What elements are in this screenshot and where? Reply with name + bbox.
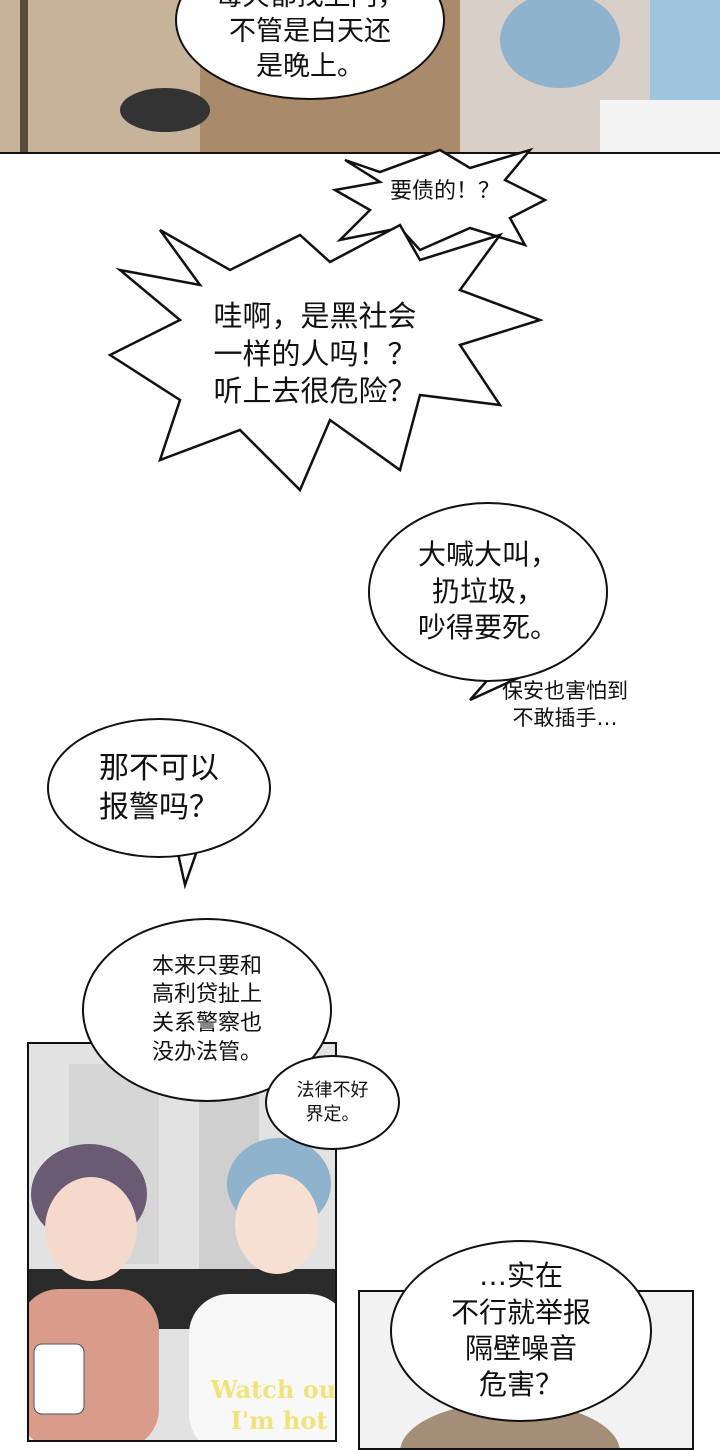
shirt-text: Watch out I'm hot [210, 1375, 337, 1436]
dialogue-gangster: 哇啊，是黑社会 一样的人吗！？ 听上去很危险？ [213, 299, 417, 409]
dialogue-text: 大喊大叫， 扔垃圾， 吵得要死。 [417, 538, 558, 645]
dialogue-text: 那不可以 报警吗？ [99, 751, 219, 825]
speech-bubble-law: 法律不好 界定。 [265, 1055, 400, 1150]
panel-characters-art [29, 1044, 335, 1440]
speech-bubble-loan: 本来只要和 高利贷扯上 关系警察也 没办法管。 [82, 918, 332, 1102]
dialogue-text: 本来只要和 高利贷扯上 关系警察也 没办法管。 [151, 953, 262, 1065]
speech-bubble-police: 那不可以 报警吗？ [47, 718, 271, 858]
dialogue-text: 每天都找上门， 不管是白天还 是晚上。 [216, 0, 405, 82]
dialogue-text: 法律不好 界定。 [296, 1080, 369, 1125]
spiky-bubble-debt [331, 147, 548, 252]
dialogue-security: 保安也害怕到 不敢插手… [502, 679, 628, 731]
dialogue-debt: 要债的！？ [389, 179, 500, 204]
panel-top: 每天都找上门， 不管是白天还 是晚上。 [0, 0, 720, 154]
dialogue-text: …实在 不行就举报 隔壁噪音 危害？ [450, 1259, 591, 1402]
speech-bubble-report: …实在 不行就举报 隔壁噪音 危害？ [390, 1240, 652, 1422]
speech-bubble-top: 每天都找上门， 不管是白天还 是晚上。 [175, 0, 445, 100]
spiky-bubble-gangster [107, 223, 544, 493]
speech-bubble-shout: 大喊大叫， 扔垃圾， 吵得要死。 [368, 502, 608, 682]
